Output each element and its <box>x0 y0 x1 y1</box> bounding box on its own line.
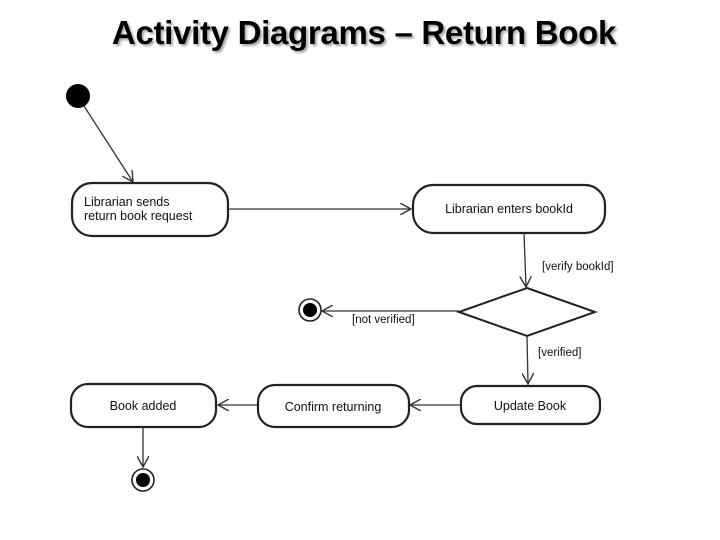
final-node-end <box>131 468 155 492</box>
action-update-book: Update Book <box>459 384 602 426</box>
guard-verify-bookid: [verify bookId] <box>542 261 614 273</box>
flow-enter-to-decision <box>524 232 526 287</box>
action-librarian-sends: Librarian sends return book request <box>70 181 230 238</box>
action-update-book-label: Update Book <box>494 399 567 413</box>
page-title: Activity Diagrams – Return Book <box>111 14 617 51</box>
action-librarian-sends-line2: return book request <box>84 209 193 223</box>
action-confirm-returning-label: Confirm returning <box>285 400 382 414</box>
initial-node <box>66 84 90 108</box>
action-book-added: Book added <box>69 382 218 429</box>
final-node-not-verified <box>298 298 322 322</box>
guard-not-verified: [not verified] <box>352 314 415 326</box>
action-librarian-sends-line1: Librarian sends <box>84 195 169 209</box>
action-confirm-returning: Confirm returning <box>256 383 411 429</box>
flow-start-to-request <box>83 105 133 182</box>
flow-verified <box>527 335 528 384</box>
action-enters-bookid: Librarian enters bookId <box>411 183 607 235</box>
decision-node <box>455 286 599 338</box>
action-book-added-label: Book added <box>110 399 177 413</box>
guard-verified: [verified] <box>538 347 581 359</box>
action-enters-bookid-label: Librarian enters bookId <box>445 202 573 216</box>
